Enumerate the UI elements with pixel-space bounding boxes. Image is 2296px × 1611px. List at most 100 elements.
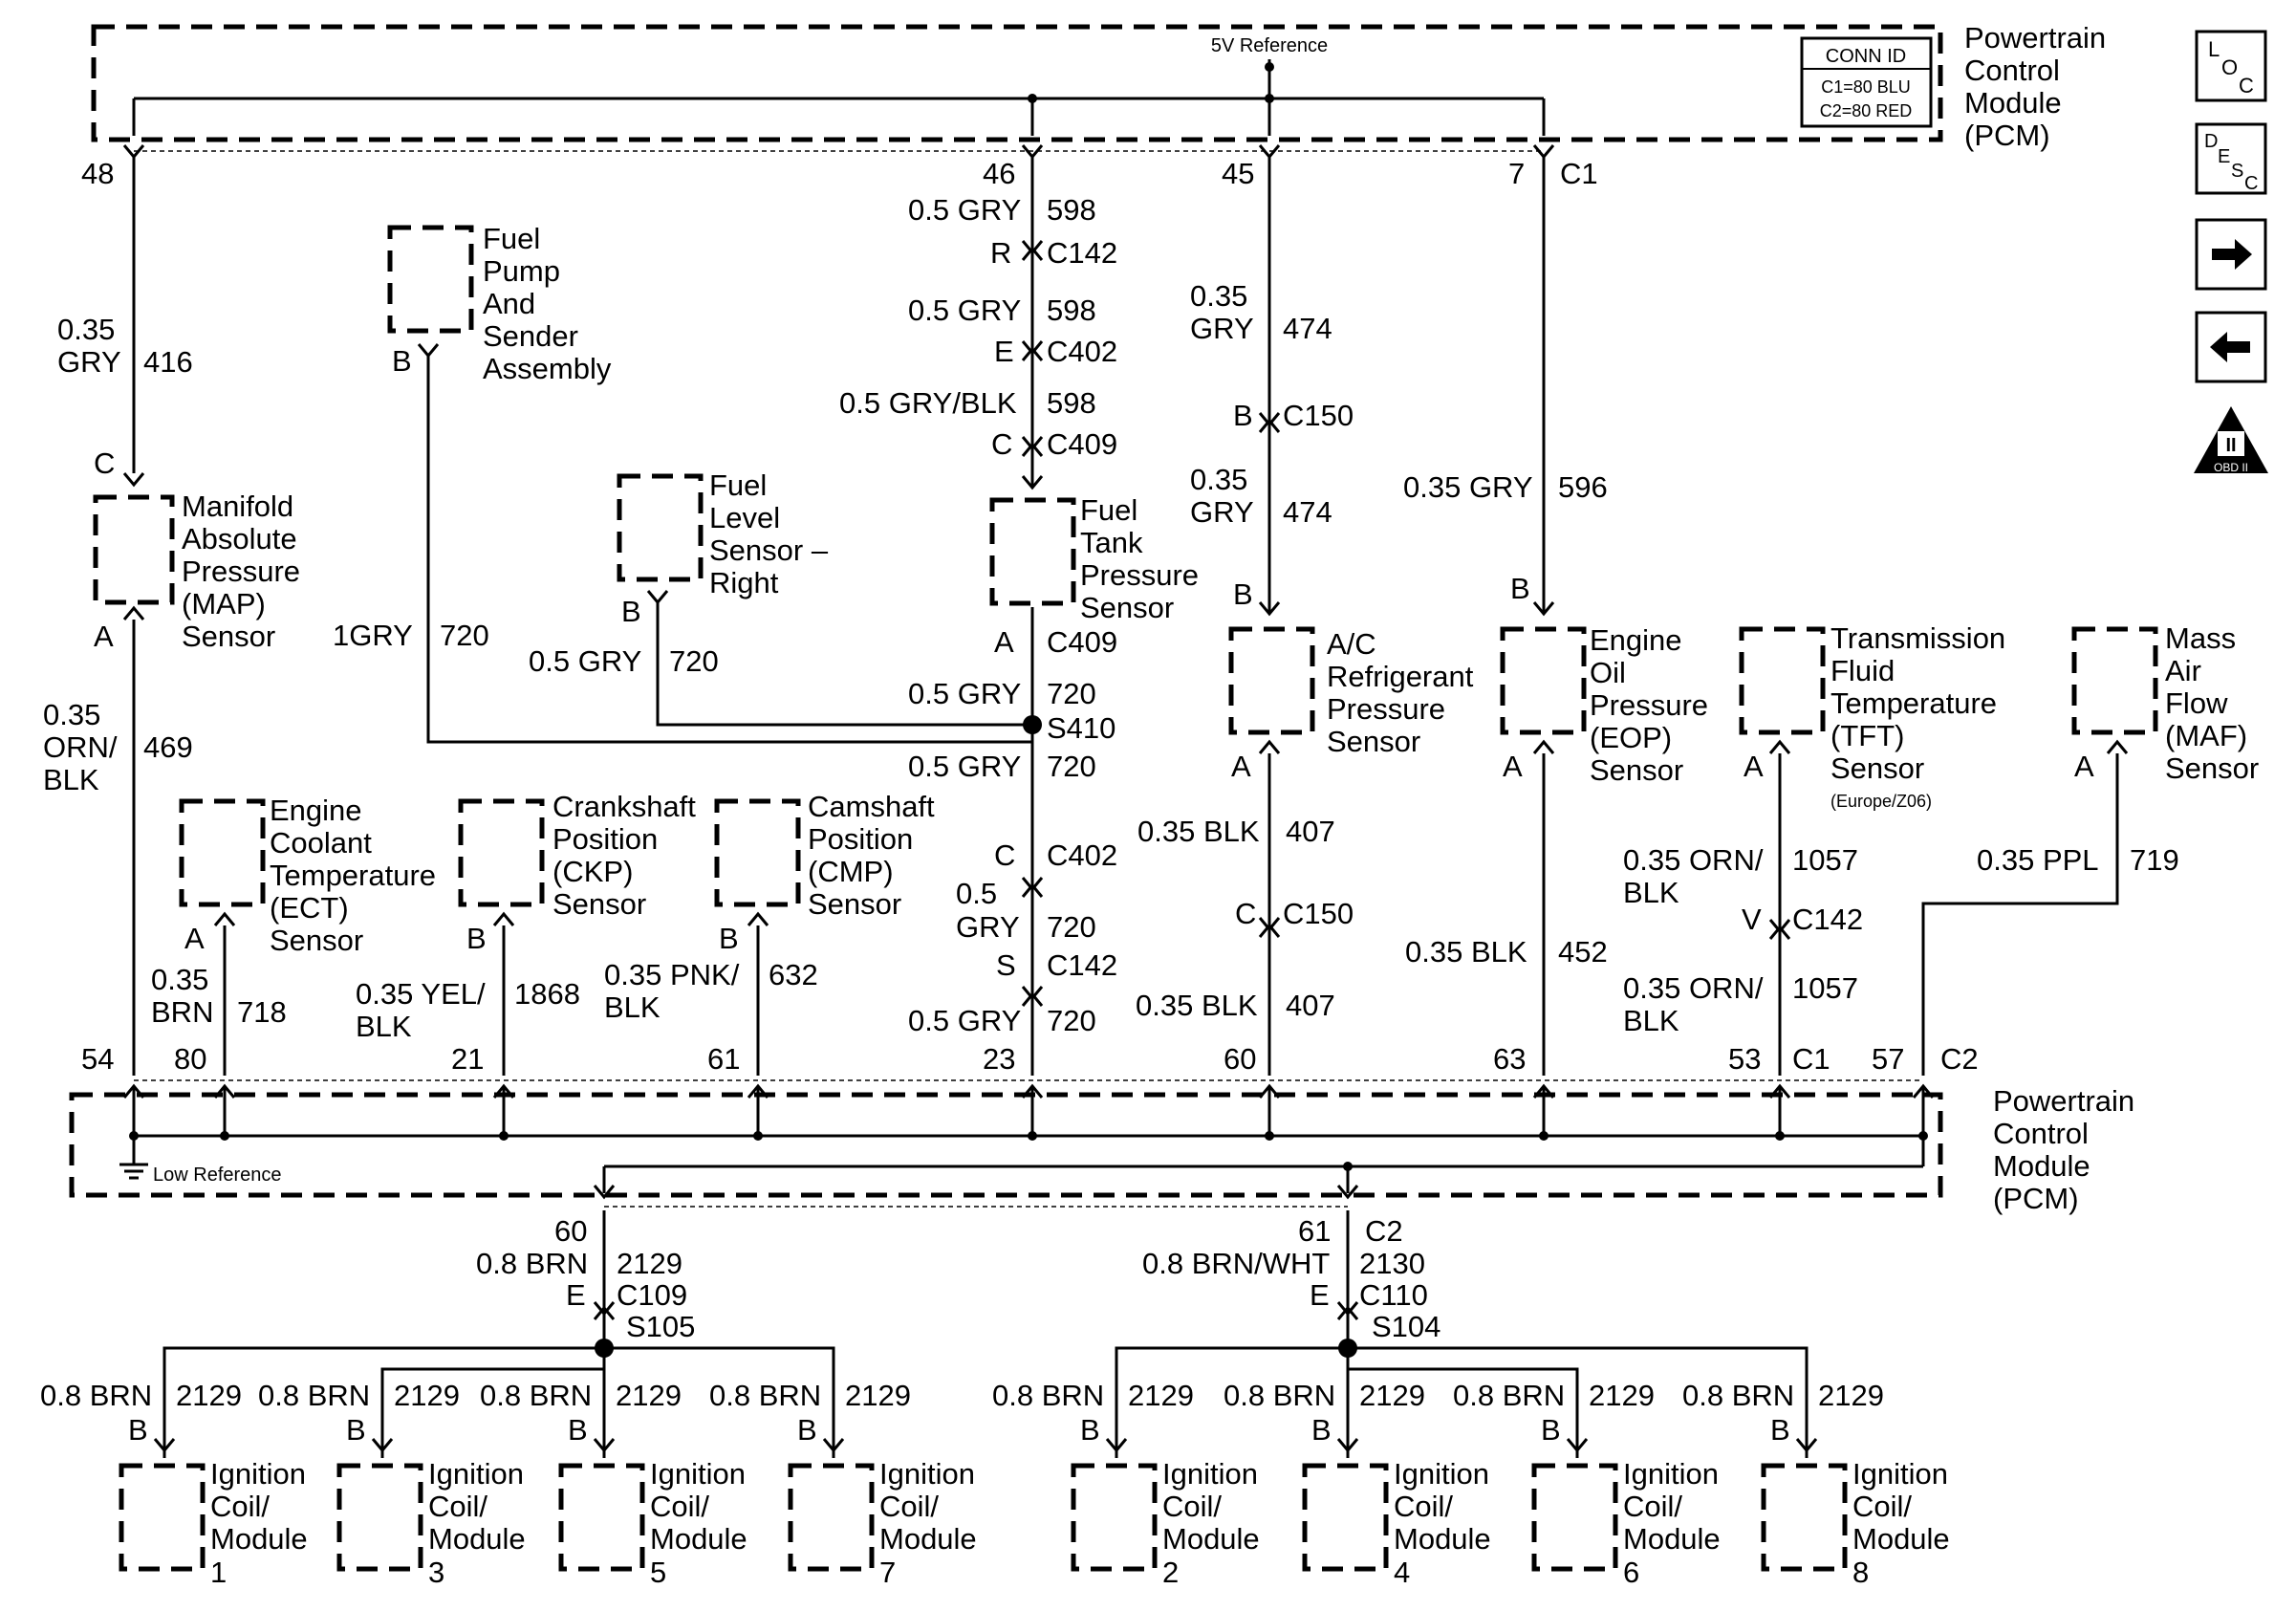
coil-wire-color: 0.8 BRN [1224, 1379, 1335, 1412]
wire-color: 0.5 GRY [908, 677, 1021, 710]
coil-label: Module [428, 1522, 526, 1556]
ignition-supply-bus [593, 1165, 1923, 1200]
wire-color: 0.35 GRY [1403, 470, 1533, 504]
coil-circuit: 2129 [616, 1379, 682, 1412]
map-sensor-label: Manifold Absolute Pressure (MAP) Sensor [182, 490, 300, 653]
svg-text:Pressure: Pressure [1590, 688, 1708, 722]
svg-text:Assembly: Assembly [483, 352, 612, 385]
terminal-label: 57 [1872, 1042, 1904, 1076]
coil-number: 6 [1623, 1556, 1639, 1589]
coil-pin: B [128, 1413, 148, 1447]
circuit-number: 598 [1047, 386, 1096, 420]
coil-label: Module [1394, 1522, 1491, 1556]
circuit-number: 469 [143, 730, 193, 764]
desc-button[interactable]: D E S C [2195, 122, 2267, 195]
tft-wire [1768, 739, 1791, 1076]
svg-text:Position: Position [552, 822, 658, 856]
svg-text:Sensor –: Sensor – [709, 533, 829, 567]
pin-label: A [2074, 750, 2094, 783]
circuit-number: 720 [1047, 750, 1096, 783]
svg-text:Powertrain: Powertrain [1993, 1084, 2134, 1118]
svg-text:Module: Module [1964, 86, 2062, 120]
svg-text:Module: Module [1993, 1149, 2090, 1183]
coil-circuit: 2129 [1818, 1379, 1884, 1412]
coil-label: Ignition [428, 1457, 524, 1491]
svg-text:Sensor: Sensor [1327, 725, 1420, 758]
connector-label: C142 [1047, 948, 1117, 982]
splice-s410 [1023, 715, 1042, 734]
coil-label: Ignition [1394, 1457, 1489, 1491]
coil-circuit: 2129 [845, 1379, 911, 1412]
pin-label: A [1744, 750, 1764, 783]
coil-number: 8 [1852, 1556, 1869, 1589]
circuit-number: 452 [1558, 935, 1608, 969]
svg-text:Sensor: Sensor [182, 620, 275, 653]
coil-circuit: 2129 [394, 1379, 460, 1412]
svg-text:Crankshaft: Crankshaft [552, 790, 696, 823]
connector-label: C1 [1792, 1042, 1830, 1076]
svg-text:Engine: Engine [1590, 623, 1682, 657]
wire-color: GRY [57, 345, 121, 379]
coil-label: Ignition [1162, 1457, 1258, 1491]
ect-sensor-box [179, 798, 266, 907]
coil-number: 4 [1394, 1556, 1410, 1589]
circuit-number: 1868 [514, 977, 580, 1011]
coil-pin: B [797, 1413, 817, 1447]
svg-text:Pressure: Pressure [182, 555, 300, 588]
wire-color: 0.35 BLK [1136, 989, 1258, 1022]
fuel-tank-wire [1021, 144, 1044, 1076]
coil-pin: B [1770, 1413, 1790, 1447]
pin-label: C [1235, 897, 1256, 930]
terminal-label: 21 [451, 1042, 484, 1076]
wire-color: 0.35 YEL/ [356, 977, 486, 1011]
coil-label: Coil/ [1162, 1490, 1222, 1523]
wire-color: BLK [43, 763, 99, 796]
pin-label: E [994, 335, 1014, 368]
coil-box [1761, 1463, 1848, 1572]
splice-label: S105 [626, 1310, 695, 1343]
pin-label: A [1231, 750, 1251, 783]
circuit-number: 1057 [1792, 843, 1858, 877]
pin-label: C [994, 838, 1015, 872]
terminal-label: 23 [983, 1042, 1015, 1076]
terminal-label: 61 [1298, 1214, 1331, 1248]
obd2-button[interactable]: II OBD II [2194, 406, 2268, 474]
loc-button[interactable]: L O C [2195, 30, 2267, 102]
svg-text:Absolute: Absolute [182, 522, 297, 555]
svg-text:Sender: Sender [483, 319, 578, 353]
prev-arrow-button[interactable] [2195, 311, 2267, 383]
svg-text:E: E [2218, 146, 2230, 167]
wire-gauge: 0.35 [57, 313, 115, 346]
splice-s105 [595, 1339, 614, 1358]
coil-label: Ignition [1852, 1457, 1948, 1491]
five-v-bus-dots [1028, 62, 1274, 103]
pcm-bottom-box [69, 1092, 1943, 1198]
wire-color: 0.8 BRN [476, 1247, 588, 1280]
circuit-number: 632 [769, 958, 818, 991]
wire-color: GRY [1190, 312, 1254, 345]
eop-sensor-label: Engine Oil Pressure (EOP) Sensor [1590, 623, 1708, 787]
circuit-number: 718 [237, 995, 287, 1029]
cmp-sensor-label: Camshaft Position (CMP) Sensor [808, 790, 935, 921]
map-wire [122, 144, 145, 1076]
svg-text:Coolant: Coolant [270, 826, 372, 860]
svg-text:II: II [2225, 435, 2236, 456]
pin-arrow [1105, 1438, 1128, 1453]
wire-color: 1GRY [333, 619, 413, 652]
connector-label: C150 [1283, 897, 1354, 930]
svg-text:Sensor: Sensor [270, 924, 363, 957]
low-reference-label: Low Reference [153, 1165, 282, 1186]
svg-text:Mass: Mass [2165, 621, 2236, 655]
left-ignition-feed [162, 1210, 835, 1458]
circuit-number: 720 [440, 619, 489, 652]
connector-label: C150 [1283, 399, 1354, 432]
svg-text:(CMP): (CMP) [808, 855, 894, 888]
coil-label: Module [879, 1522, 977, 1556]
wire-color: 0.35 PPL [1977, 843, 2099, 877]
next-arrow-button[interactable] [2195, 218, 2267, 291]
svg-text:Tank: Tank [1080, 526, 1143, 559]
